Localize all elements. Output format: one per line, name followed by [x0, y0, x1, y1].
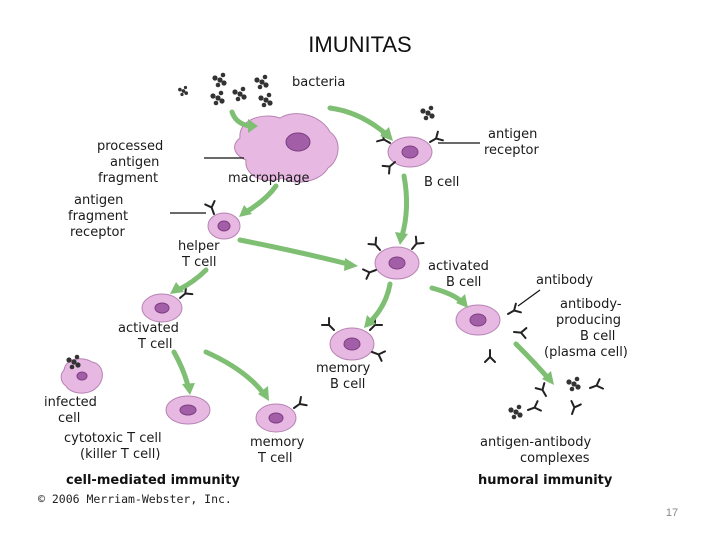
svg-text:activated: activated: [118, 321, 179, 336]
leader-antibody: [517, 289, 541, 307]
cytotoxic-t-cell-label: cytotoxic T cell (killer T cell): [64, 431, 162, 462]
svg-text:(plasma cell): (plasma cell): [544, 345, 628, 360]
complexes-label: antigen-antibody complexes: [480, 435, 591, 466]
label-humoral-immunity: humoral immunity: [478, 473, 613, 488]
svg-text:complexes: complexes: [520, 451, 590, 466]
svg-text:antibody-: antibody-: [560, 297, 622, 312]
svg-text:B cell: B cell: [446, 275, 481, 290]
svg-text:receptor: receptor: [484, 143, 540, 158]
svg-text:memory: memory: [316, 361, 371, 376]
page-number: 17: [665, 507, 679, 519]
svg-text:receptor: receptor: [70, 225, 126, 240]
flow-arrows: [170, 105, 554, 401]
copyright-text: © 2006 Merriam-Webster, Inc.: [38, 492, 232, 506]
svg-text:antigen-antibody: antigen-antibody: [480, 435, 591, 450]
svg-text:B cell: B cell: [580, 329, 615, 344]
svg-text:fragment: fragment: [98, 171, 158, 186]
svg-text:helper: helper: [178, 239, 220, 254]
processed-antigen-label: processed antigen fragment: [97, 139, 163, 186]
activated-t-cell-label: activated T cell: [118, 321, 179, 352]
infected-cell: [60, 354, 103, 394]
cytotoxic-t-cell: [165, 395, 211, 425]
memory-t-cell: [255, 396, 308, 433]
memory-b-cell: [320, 316, 386, 362]
label-b-cell: B cell: [424, 175, 459, 190]
svg-text:cytotoxic T cell: cytotoxic T cell: [64, 431, 162, 446]
svg-text:B cell: B cell: [330, 377, 365, 392]
svg-text:cell: cell: [58, 411, 80, 426]
antigen-antibody-complexes: [508, 376, 604, 420]
helper-t-cell: [204, 200, 241, 240]
activated-b-cell-label: activated B cell: [428, 259, 489, 290]
svg-text:T cell: T cell: [181, 255, 216, 270]
svg-text:activated: activated: [428, 259, 489, 274]
svg-text:antigen: antigen: [488, 127, 537, 142]
label-macrophage: macrophage: [228, 171, 310, 186]
svg-text:T cell: T cell: [137, 337, 172, 352]
svg-text:antigen: antigen: [110, 155, 159, 170]
antibody-producing-label: antibody- producing B cell (plasma cell): [544, 297, 628, 360]
b-cell: [376, 130, 444, 175]
label-cell-mediated-immunity: cell-mediated immunity: [66, 473, 240, 488]
svg-text:fragment: fragment: [68, 209, 128, 224]
antigen-fragment-receptor-label: antigen fragment receptor: [68, 193, 128, 240]
memory-t-cell-label: memory T cell: [250, 435, 305, 466]
svg-text:memory: memory: [250, 435, 305, 450]
slide-title: IMUNITAS: [308, 32, 412, 57]
plasma-cell: [455, 302, 528, 363]
svg-text:antigen: antigen: [74, 193, 123, 208]
svg-text:(killer T cell): (killer T cell): [80, 447, 160, 462]
svg-text:producing: producing: [556, 313, 621, 328]
svg-text:T cell: T cell: [257, 451, 292, 466]
helper-t-cell-label: helper T cell: [178, 239, 220, 270]
activated-t-cell: [141, 285, 194, 323]
infected-cell-label: infected cell: [44, 395, 97, 426]
svg-text:processed: processed: [97, 139, 163, 154]
memory-b-cell-label: memory B cell: [316, 361, 371, 392]
macrophage-cell: [178, 85, 339, 183]
svg-text:infected: infected: [44, 395, 97, 410]
activated-b-cell: [362, 235, 425, 280]
antigen-receptor-label: antigen receptor: [484, 127, 540, 158]
label-antibody: antibody: [536, 273, 593, 288]
label-bacteria: bacteria: [292, 75, 345, 90]
